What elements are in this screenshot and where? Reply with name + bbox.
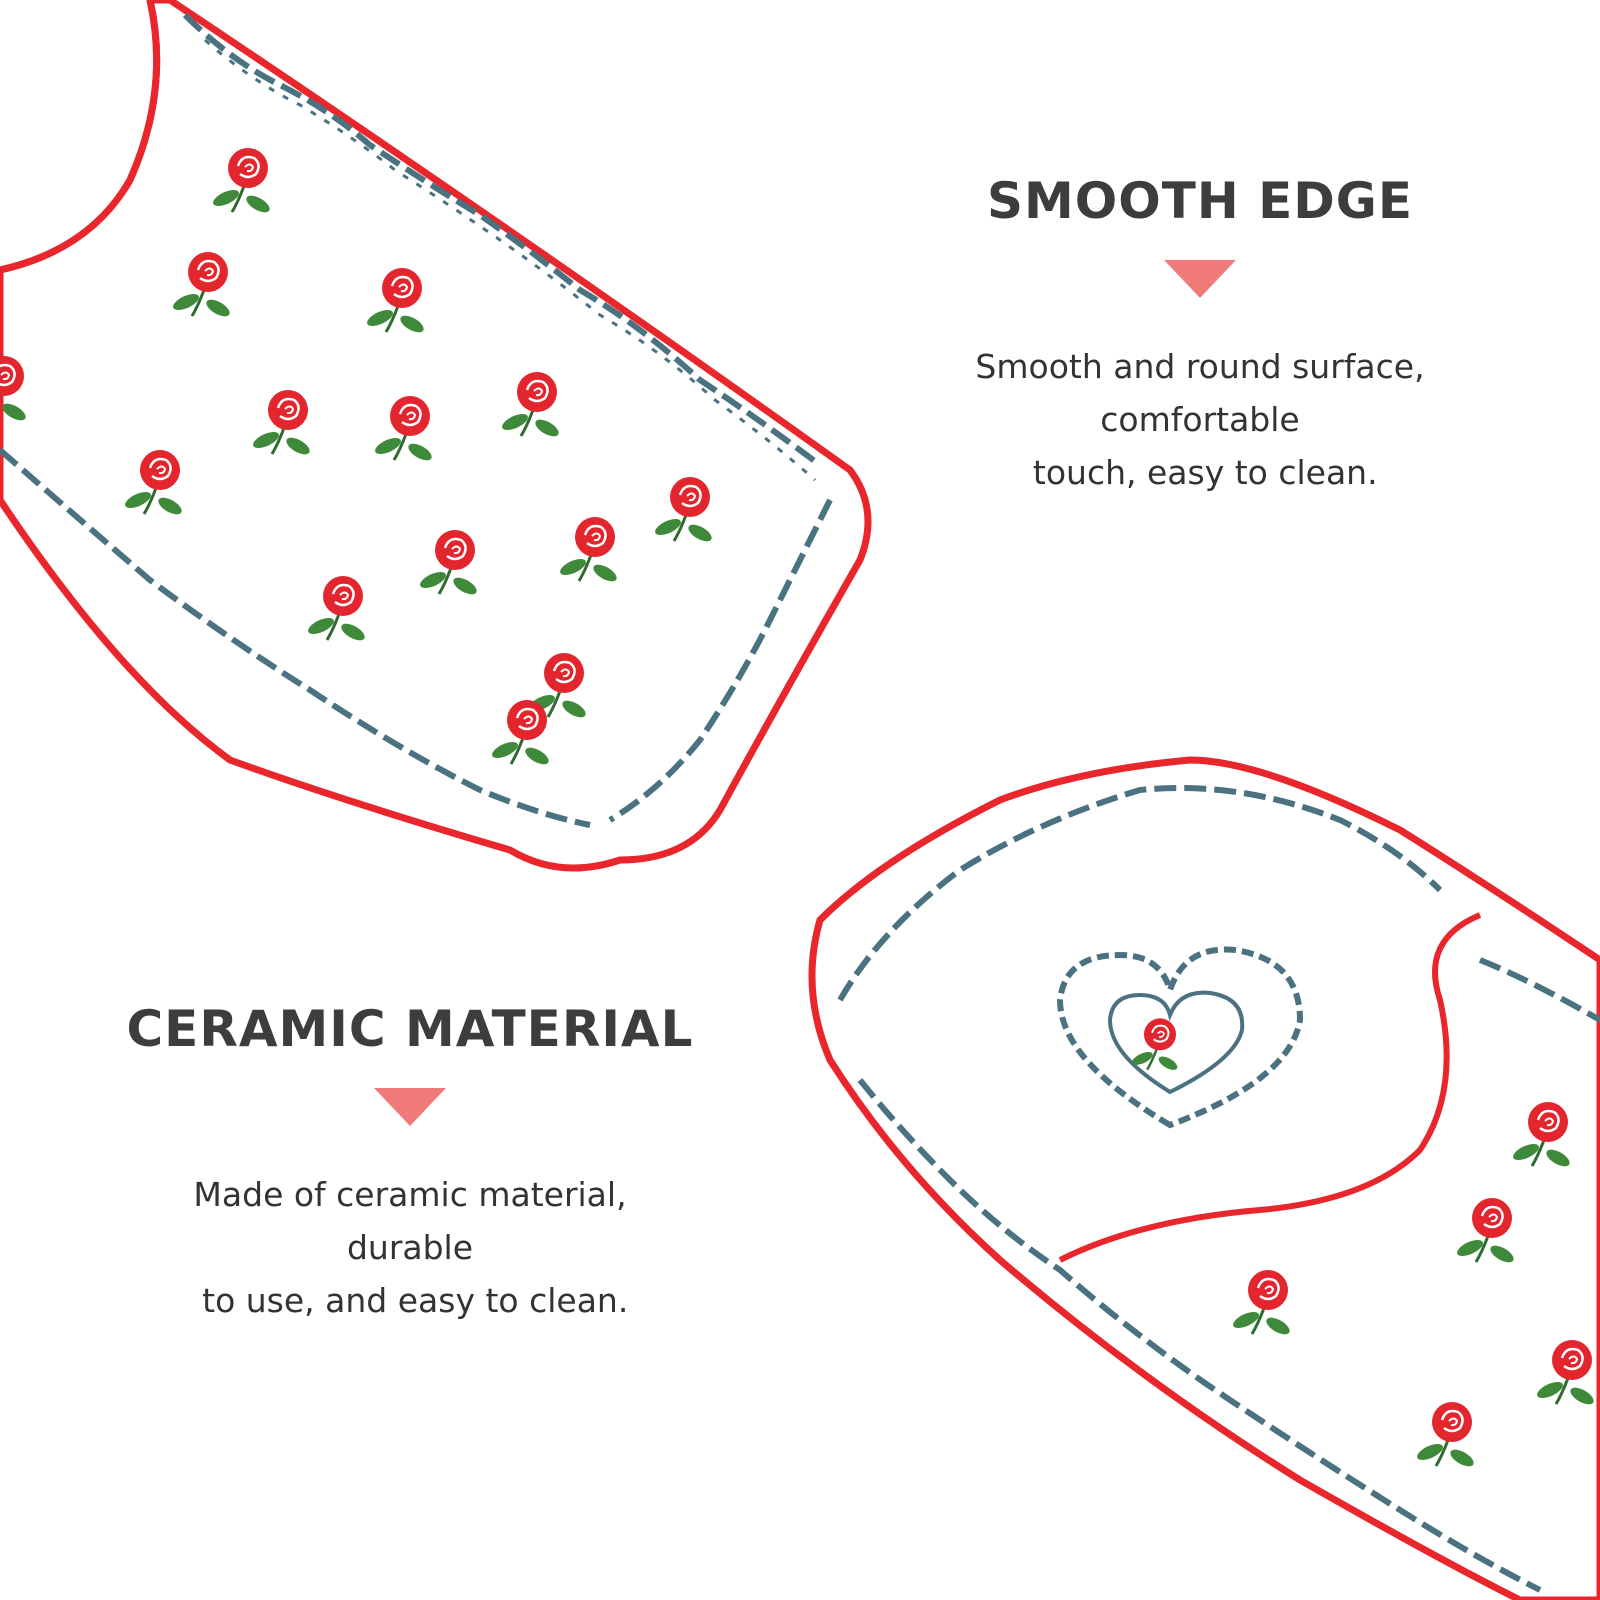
description-line: to use, and easy to clean. — [191, 1281, 629, 1320]
feature-title-smooth-edge: SMOOTH EDGE — [987, 172, 1413, 230]
rose-plate-top — [0, 0, 872, 872]
description-line: touch, easy to clean. — [1022, 453, 1378, 492]
description-line: Made of ceramic material, — [193, 1175, 627, 1214]
description-line: comfortable — [1100, 400, 1300, 439]
rose-plate-bottom — [808, 756, 1600, 1600]
feature-title-ceramic-material: CERAMIC MATERIAL — [126, 1000, 694, 1058]
down-triangle-icon — [374, 1088, 446, 1126]
description-line: Smooth and round surface, — [975, 347, 1425, 386]
description-line: durable — [346, 1228, 474, 1267]
feature-description-ceramic-material: Made of ceramic material, durable to use… — [110, 1168, 710, 1327]
feature-description-smooth-edge: Smooth and round surface, comfortable to… — [920, 340, 1480, 499]
feature-ceramic-material: CERAMIC MATERIAL Made of ceramic materia… — [110, 1000, 710, 1327]
feature-smooth-edge: SMOOTH EDGE Smooth and round surface, co… — [920, 172, 1480, 499]
heart-medallion — [1056, 946, 1304, 1129]
down-triangle-icon — [1164, 260, 1236, 298]
